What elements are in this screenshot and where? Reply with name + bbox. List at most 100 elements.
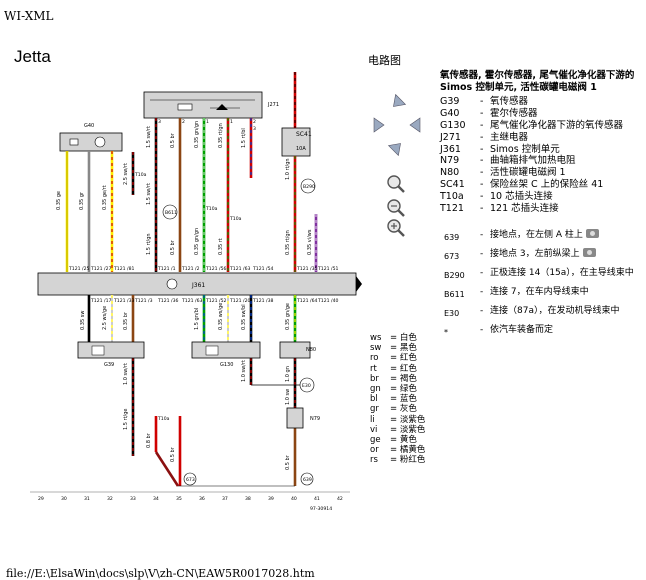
legend-row: N79-曲轴箱排气加热电阻 (440, 155, 646, 167)
location-desc: 正极连接 14（15a），在主导线束中 (490, 266, 634, 280)
color-row: ws = 白色 (370, 333, 425, 343)
color-dash: = (390, 445, 400, 456)
svg-text:639: 639 (303, 477, 312, 483)
svg-text:0.35 sw/bl: 0.35 sw/bl (241, 304, 247, 330)
svg-text:0.35 gn/gn: 0.35 gn/gn (194, 228, 200, 255)
svg-text:1.5 sw/rt: 1.5 sw/rt (146, 126, 152, 148)
color-name: 绿色 (399, 384, 417, 395)
color-row: rt= 红色 (370, 364, 425, 374)
location-code: B290 (444, 271, 465, 280)
location-row: *-依汽车装备而定 (440, 323, 646, 342)
legend-code: J271 (440, 131, 461, 143)
model-title: Jetta (14, 47, 51, 66)
svg-text:0.5 br: 0.5 br (170, 239, 176, 255)
color-name: 黄色 (399, 435, 417, 446)
legend-code: T121 (440, 203, 464, 215)
sc41-amp: 10A (296, 146, 306, 152)
ground-673 (183, 472, 197, 486)
location-dash: - (480, 249, 484, 259)
j361-arrow (356, 276, 362, 292)
svg-text:T121 /81: T121 /81 (113, 266, 135, 272)
location-code: B611 (444, 290, 465, 299)
legend-row: T10a-10 芯插头连接 (440, 191, 646, 203)
svg-text:1: 1 (230, 119, 233, 125)
g130-label: G130 (220, 362, 233, 368)
file-path-footer: file://E:\ElsaWin\docs\slp\V\zh-CN\EAW5R… (6, 567, 315, 580)
j361-label: J361 (191, 282, 205, 289)
location-desc-text: 接地点，在左侧 A 柱上 (490, 230, 583, 240)
color-name: 粉红色 (399, 455, 426, 466)
point-b290 (300, 178, 316, 194)
svg-text:0.5 br: 0.5 br (170, 132, 176, 148)
svg-text:1.0 sw/rt: 1.0 sw/rt (123, 363, 129, 385)
j361-pins: T121 /25 T121 /27 T121 /81 T121 /1 T121 … (68, 266, 339, 304)
legend-row: G39-氧传感器 (440, 96, 646, 108)
scale-number: 33 (130, 496, 136, 502)
location-dash: - (480, 268, 484, 278)
zoom-fit-icon[interactable] (386, 218, 406, 238)
zoom-out-icon[interactable] (386, 198, 406, 218)
n80-box (279, 341, 311, 359)
location-desc: 连接（87a），在发动机导线束中 (490, 304, 619, 318)
svg-text:0.35 sw: 0.35 sw (80, 311, 86, 330)
location-desc-text: 正极连接 14（15a），在主导线束中 (490, 268, 634, 278)
scale-number: 40 (291, 496, 297, 502)
g39-box (77, 341, 145, 359)
color-code: ws (370, 333, 382, 343)
color-code: gn (370, 384, 381, 395)
svg-text:T121 /35: T121 /35 (296, 266, 318, 272)
svg-text:0.8 br: 0.8 br (146, 432, 152, 448)
svg-text:0.35 vi/ws: 0.35 vi/ws (307, 229, 313, 255)
color-name: 白色 (399, 333, 417, 343)
svg-text:T121 /38: T121 /38 (252, 298, 274, 304)
svg-text:T121 /33: T121 /33 (113, 298, 135, 304)
svg-text:0.35 rt/gn: 0.35 rt/gn (218, 123, 224, 148)
svg-text:T121 /2: T121 /2 (181, 266, 200, 272)
legend-code: N80 (440, 167, 460, 179)
color-name: 淡紫色 (399, 424, 426, 435)
location-desc: 依汽车装备而定 (490, 323, 553, 337)
location-code: E30 (444, 309, 460, 318)
svg-text:0.35 ws/ge: 0.35 ws/ge (218, 303, 224, 330)
color-row: gn = 绿色 (370, 384, 425, 394)
color-dash: = (390, 343, 400, 354)
color-dash: = (390, 333, 400, 343)
nav-arrows-icon[interactable] (366, 94, 428, 156)
color-dash: = (390, 384, 400, 395)
color-code: bl (370, 394, 378, 405)
color-code: ro (370, 353, 379, 364)
legend-row: G130-尾气催化净化器下游的氧传感器 (440, 120, 646, 132)
svg-text:0.35 gn/ge: 0.35 gn/ge (285, 303, 291, 330)
camera-icon[interactable] (585, 229, 599, 238)
svg-text:1.5 rt/ge: 1.5 rt/ge (123, 409, 129, 431)
t10a-label-4: T10a (157, 416, 170, 422)
svg-text:0.5 br: 0.5 br (170, 446, 176, 462)
legend-dash: - (480, 167, 484, 179)
t10a-label-2: T10a (205, 206, 218, 212)
legend-desc: 霍尔传感器 (490, 107, 538, 119)
color-code: rt (370, 363, 377, 374)
location-dash: - (480, 325, 484, 335)
color-code: li (370, 414, 375, 425)
legend-dash: - (480, 119, 484, 131)
camera-icon[interactable] (582, 248, 596, 257)
legend-code: G40 (440, 107, 460, 119)
diagram-heading: 氧传感器, 霍尔传感器, 尾气催化净化器下游的 Simos 控制单元, 活性碳罐… (440, 70, 646, 94)
svg-text:T121 /36: T121 /36 (157, 298, 179, 304)
location-desc: 连接 7，在车内导线束中 (490, 285, 589, 299)
color-row: or= 橘黄色 (370, 445, 425, 455)
svg-text:T121 /40: T121 /40 (317, 298, 339, 304)
diagram-ref: 97-30914 (310, 506, 332, 512)
t10a-label-3: T10a (229, 216, 242, 222)
scale-number: 34 (153, 496, 159, 502)
location-desc: 接地点，在左侧 A 柱上 (490, 228, 599, 242)
legend-desc: 活性碳罐电磁阀 1 (490, 167, 566, 179)
ground-639 (300, 472, 314, 486)
color-dash: = (390, 435, 400, 446)
color-row: ge= 黄色 (370, 435, 425, 445)
zoom-in-icon[interactable] (386, 174, 406, 194)
scale-number: 31 (84, 496, 90, 502)
